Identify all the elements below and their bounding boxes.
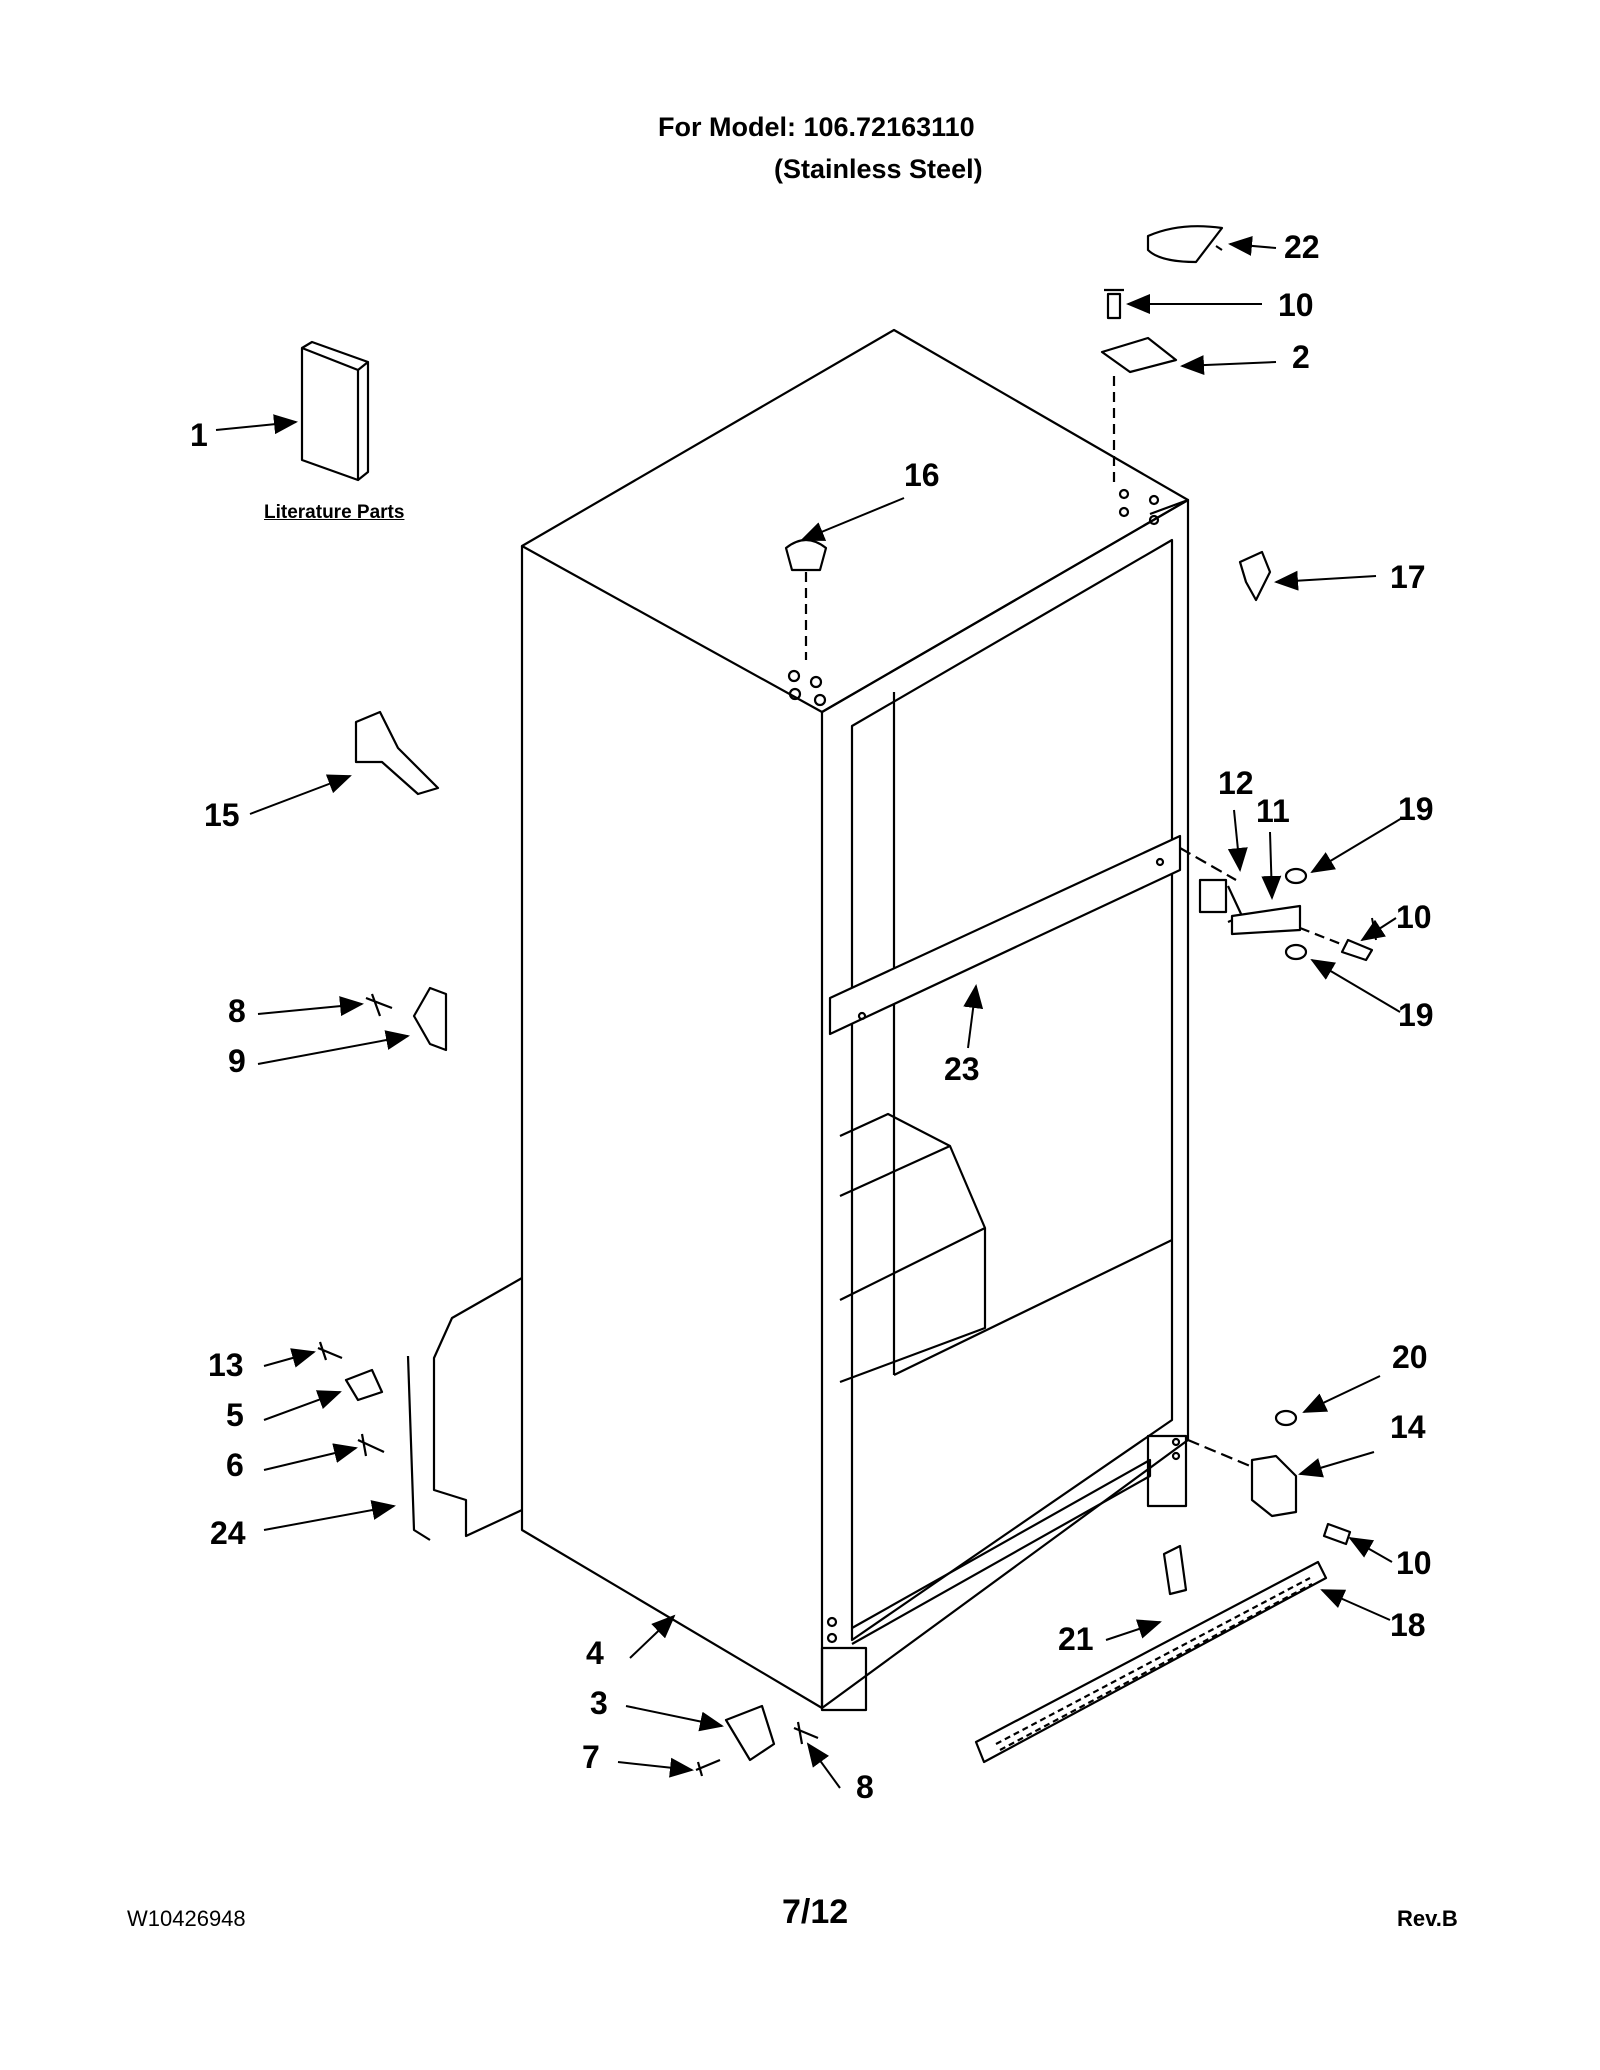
washer-19-bottom xyxy=(1284,943,1308,961)
hinge-cap-22 xyxy=(1146,225,1224,264)
screw-10-center xyxy=(1340,938,1374,962)
callout-9: 9 xyxy=(228,1043,246,1079)
literature-parts-book xyxy=(300,340,370,482)
document-number: W10426948 xyxy=(127,1906,246,1931)
callout-23: 23 xyxy=(944,1051,980,1087)
callout-4: 4 xyxy=(586,1635,604,1671)
callout-18: 18 xyxy=(1390,1607,1426,1643)
cabinet-body xyxy=(406,328,1190,1712)
center-hinge-11 xyxy=(1230,904,1302,936)
callout-labels: 1 2 3 4 5 6 7 8 8 9 10 10 10 11 12 13 14… xyxy=(190,229,1434,1805)
pin-7 xyxy=(695,1758,721,1777)
spacer-15 xyxy=(354,710,440,796)
revision-label: Rev.B xyxy=(1397,1906,1458,1931)
washer-20 xyxy=(1274,1409,1298,1427)
callout-10-bottom: 10 xyxy=(1396,1545,1432,1581)
callout-7: 7 xyxy=(582,1739,600,1775)
callout-12: 12 xyxy=(1218,765,1254,801)
top-hinge-2 xyxy=(1100,336,1178,374)
bottom-hinge-14 xyxy=(1250,1454,1298,1518)
callout-22: 22 xyxy=(1284,229,1320,265)
leader-lines xyxy=(215,235,1403,1789)
callout-13: 13 xyxy=(208,1347,244,1383)
clip-21 xyxy=(1162,1544,1188,1596)
callout-16: 16 xyxy=(904,457,940,493)
callout-3: 3 xyxy=(590,1685,608,1721)
callout-11: 11 xyxy=(1256,793,1290,829)
callout-21: 21 xyxy=(1058,1621,1094,1657)
callout-5: 5 xyxy=(226,1397,244,1433)
diagram-header: For Model: 106.72163110 (Stainless Steel… xyxy=(0,112,1600,192)
callout-10-top: 10 xyxy=(1278,287,1314,323)
screw-13 xyxy=(317,1341,343,1361)
screw-6 xyxy=(357,1433,385,1457)
callout-17: 17 xyxy=(1390,559,1426,595)
callout-2: 2 xyxy=(1292,339,1310,375)
callout-19-top: 19 xyxy=(1398,791,1434,827)
screw-8-left xyxy=(365,993,393,1017)
callout-19-bottom: 19 xyxy=(1398,997,1434,1033)
callout-8-left: 8 xyxy=(228,993,246,1029)
literature-parts-label: Literature Parts xyxy=(264,502,405,523)
callout-24: 24 xyxy=(210,1515,246,1551)
callout-6: 6 xyxy=(226,1447,244,1483)
callout-8-bottom: 8 xyxy=(856,1769,874,1805)
washer-19-top xyxy=(1284,867,1308,885)
page-number: 7/12 xyxy=(782,1893,849,1931)
callout-15: 15 xyxy=(204,797,240,833)
plug-16 xyxy=(784,538,828,572)
screw-10-top xyxy=(1104,288,1124,320)
callout-14: 14 xyxy=(1390,1409,1426,1445)
screw-8-bottom xyxy=(793,1721,819,1745)
callout-1: 1 xyxy=(190,417,208,453)
callout-10-center: 10 xyxy=(1396,899,1432,935)
roller-3 xyxy=(724,1704,776,1762)
clamp-5 xyxy=(344,1368,384,1402)
finish-subtitle: (Stainless Steel) xyxy=(774,154,983,184)
model-number-title: For Model: 106.72163110 xyxy=(658,112,975,142)
handle-cap-17 xyxy=(1238,550,1272,602)
callout-20: 20 xyxy=(1392,1339,1428,1375)
hinge-9 xyxy=(412,986,448,1052)
screw-10-bottom xyxy=(1322,1522,1352,1546)
